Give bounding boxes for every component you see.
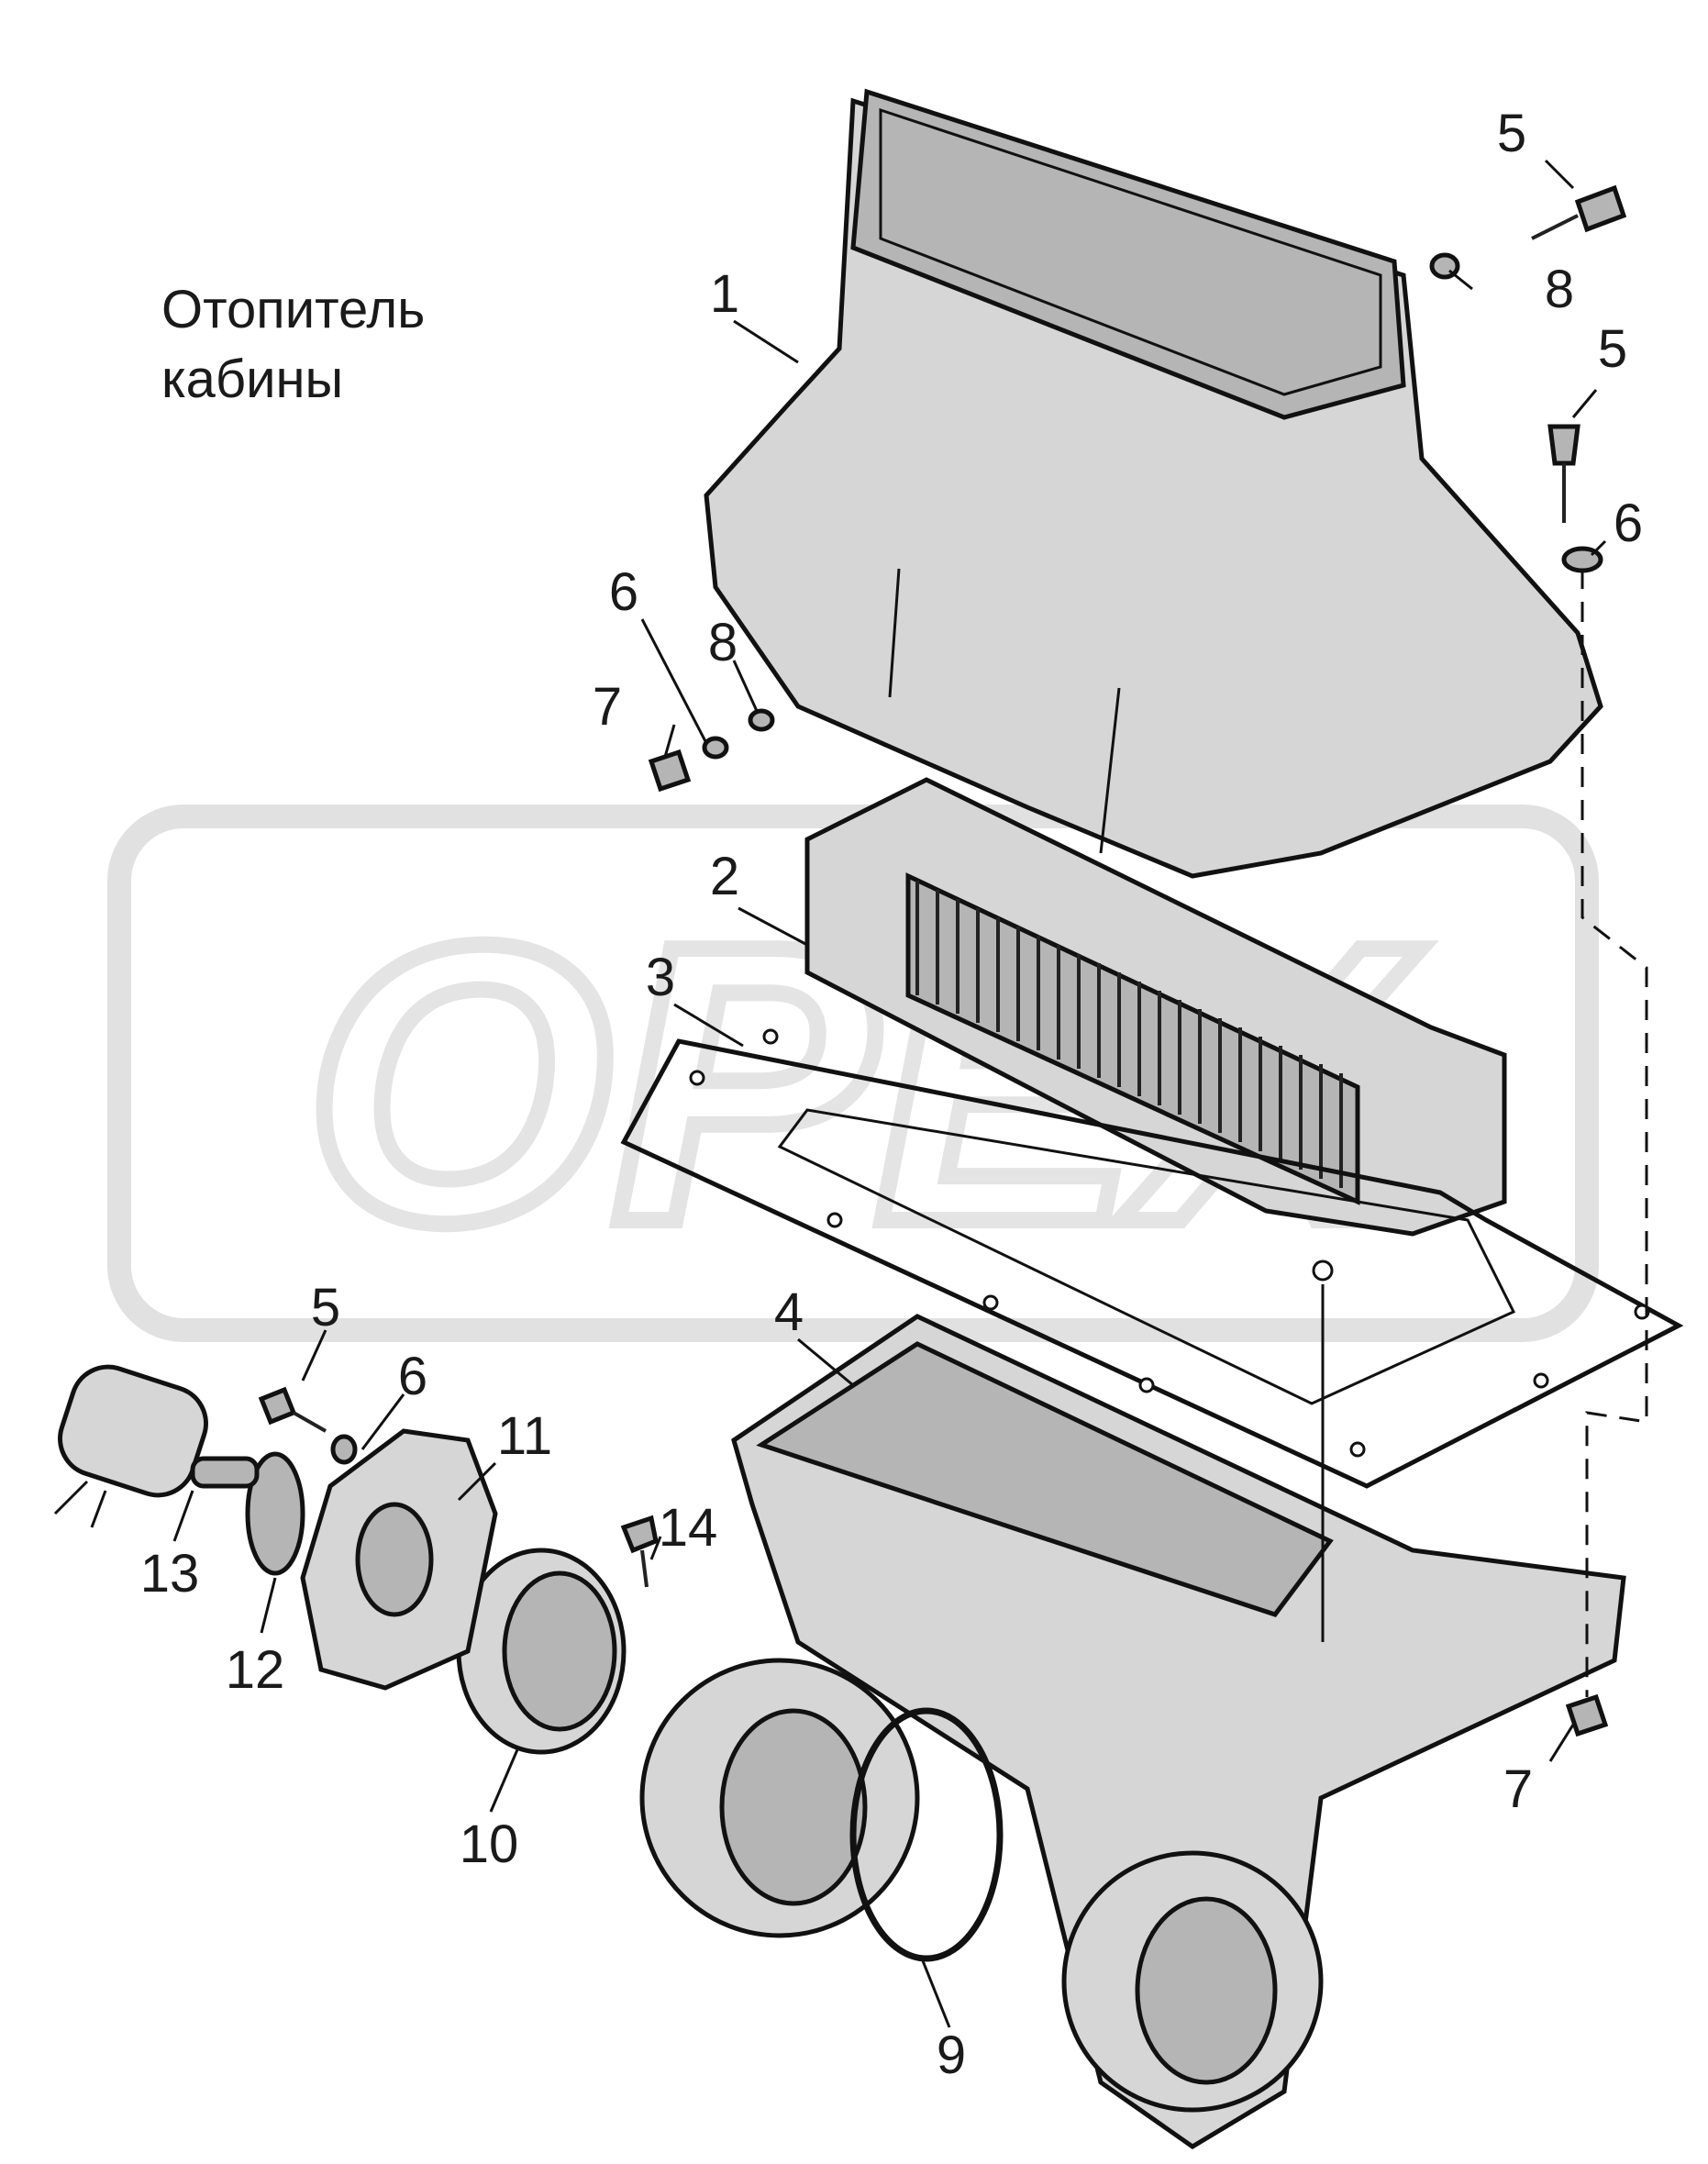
callout-labels: 1 2 3 4 5 5 5 6 6 6 7 7 8 8 9 10 11 12 1… <box>140 104 1643 2085</box>
diagram-title: Отопитель кабины <box>161 280 426 409</box>
fasteners <box>258 184 1627 1737</box>
callout-3: 3 <box>646 948 675 1007</box>
electric-motor <box>53 1364 260 1528</box>
motor-flange <box>300 1428 498 1691</box>
gasket <box>620 1028 1684 1489</box>
callout-9: 9 <box>937 2025 966 2085</box>
callout-6-mid: 6 <box>609 562 638 622</box>
callout-1: 1 <box>710 264 739 324</box>
fan-blowers <box>639 1658 1324 2113</box>
callout-7-mid: 7 <box>593 677 622 737</box>
callout-14: 14 <box>659 1498 718 1558</box>
sealing-ring <box>849 1707 1004 1962</box>
callout-5-right: 5 <box>1598 319 1627 379</box>
rubber-washer <box>245 1451 305 1576</box>
upper-housing <box>704 88 1603 879</box>
alignment-line <box>1580 569 1648 1697</box>
callout-5-left: 5 <box>311 1278 340 1337</box>
callout-10: 10 <box>460 1814 519 1874</box>
callout-8-top: 8 <box>1545 260 1574 319</box>
callout-11: 11 <box>497 1406 552 1466</box>
callout-7-bottom: 7 <box>1503 1759 1533 1819</box>
callout-5-top: 5 <box>1497 104 1526 163</box>
callout-2: 2 <box>710 847 739 906</box>
callout-6-left: 6 <box>398 1347 427 1406</box>
callout-4: 4 <box>774 1282 804 1342</box>
radiator <box>804 777 1507 1237</box>
lower-housing <box>731 1314 1626 2149</box>
callout-12: 12 <box>226 1640 285 1700</box>
callout-13: 13 <box>140 1544 200 1604</box>
callout-6-right: 6 <box>1614 494 1643 553</box>
callout-8-mid: 8 <box>708 613 738 672</box>
impeller <box>456 1548 627 1755</box>
leader-lines <box>172 159 1607 2028</box>
